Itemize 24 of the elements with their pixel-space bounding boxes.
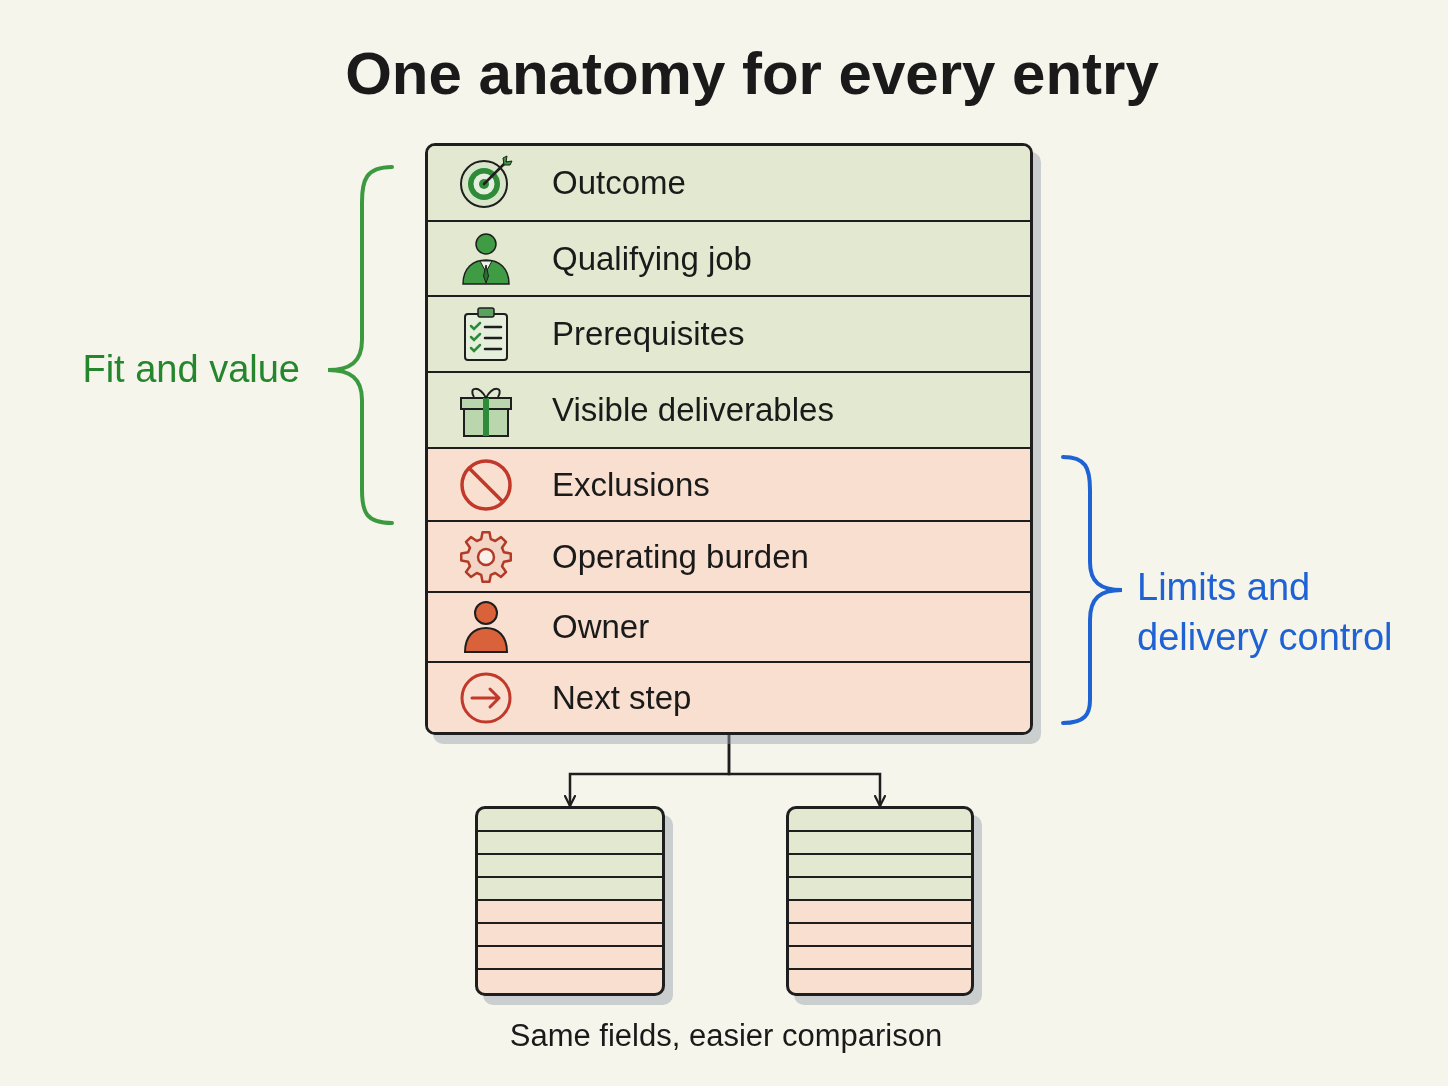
entry-card bbox=[425, 143, 1033, 735]
caption: Same fields, easier comparison bbox=[509, 1017, 943, 1055]
mini-card bbox=[475, 806, 665, 996]
field-row bbox=[428, 295, 1030, 371]
title: One anatomy for every entry bbox=[345, 39, 1159, 109]
field-row bbox=[428, 591, 1030, 661]
bracket-label: Fit and value bbox=[82, 347, 300, 392]
field-label: Operating burden bbox=[552, 536, 809, 577]
bracket-label: Limits and delivery control bbox=[1137, 565, 1394, 660]
field-label: Prerequisites bbox=[552, 314, 745, 354]
field-label: Owner bbox=[552, 607, 650, 647]
field-label: Qualifying job bbox=[552, 238, 752, 279]
field-row bbox=[428, 220, 1030, 295]
field-row bbox=[428, 146, 1030, 220]
field-row bbox=[428, 520, 1030, 591]
field-label: Exclusions bbox=[552, 464, 710, 505]
field-label: Next step bbox=[552, 677, 692, 718]
field-label: Outcome bbox=[552, 163, 686, 203]
field-row bbox=[428, 371, 1030, 447]
field-label: Visible deliverables bbox=[552, 390, 834, 430]
arrow bbox=[727, 735, 887, 808]
mini-card bbox=[786, 806, 974, 996]
field-row bbox=[428, 661, 1030, 732]
field-row bbox=[428, 447, 1030, 520]
